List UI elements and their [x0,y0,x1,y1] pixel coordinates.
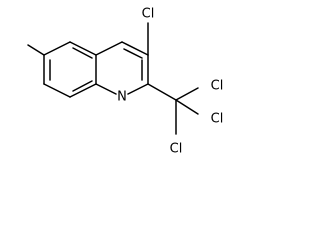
nitrogen-label: N [117,90,127,105]
pyridine-bond-1 [95,41,123,56]
benzene-bond-4 [69,83,97,98]
methyl-bond [27,44,45,56]
benzene-double-bond-top [72,47,93,59]
pyridine-bond-4 [127,83,149,95]
chlorine-label-right-middle: Cl [211,112,224,127]
benzene-bond-2 [69,41,97,56]
chlorine-label-bottom: Cl [170,142,183,157]
chlorine-label-right-top: Cl [211,79,224,94]
chloro-bond-right-middle [175,99,199,115]
trichloromethyl-bond [147,83,177,101]
benzene-bond-5 [43,83,71,98]
pyridine-bond-5 [95,83,117,95]
benzene-double-bond-bottom [72,80,93,92]
benzene-bond-1 [43,41,71,56]
chlorine-label-top: Cl [142,7,155,22]
chloro-bond-right-top [175,87,199,101]
pyridine-double-bond-top [123,48,143,59]
pyridine-bond-2 [121,41,149,56]
chemical-structure-diagram: Cl N Cl Cl Cl [27,7,224,157]
